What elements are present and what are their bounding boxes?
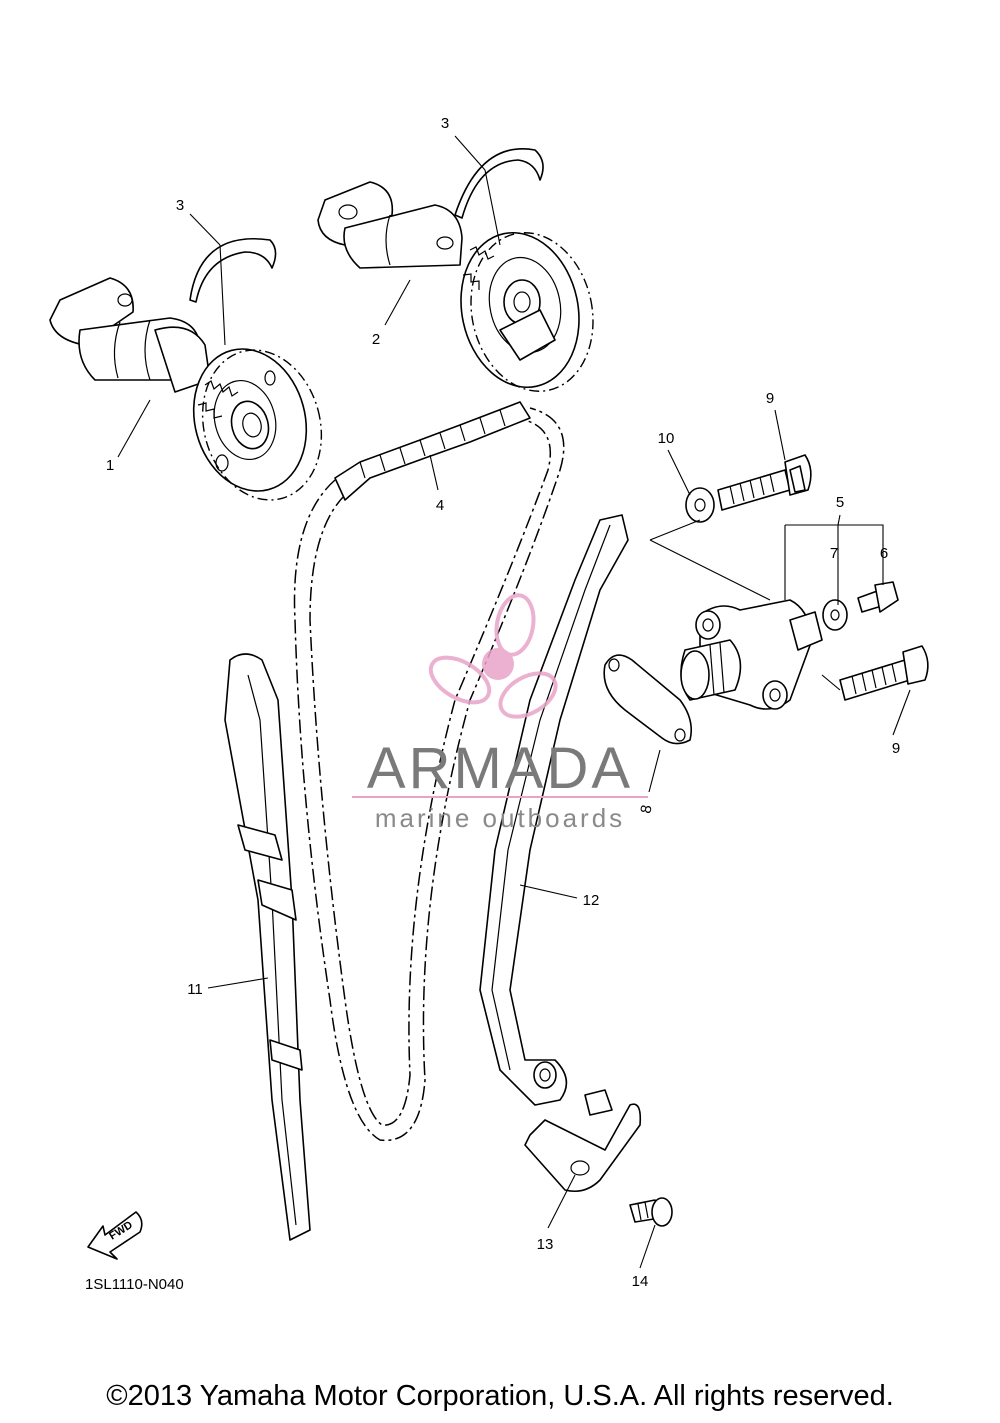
reference-line: [649, 519, 884, 691]
gasket-8: [603, 654, 693, 745]
watermark: ARMADA marine outboards: [352, 593, 648, 833]
leader-lines: [117, 135, 911, 1269]
callout-3a: 3: [176, 197, 184, 214]
copyright-notice: ©2013 Yamaha Motor Corporation, U.S.A. A…: [106, 1380, 894, 1412]
callout-13: 13: [537, 1236, 554, 1253]
watermark-title: ARMADA: [367, 736, 633, 801]
camshaft-1: [49, 277, 323, 501]
callout-9b: 9: [892, 740, 900, 757]
timing-chain-4: [293, 401, 565, 1142]
callout-11: 11: [187, 981, 203, 998]
callout-5: 5: [836, 494, 844, 511]
gasket-7: [822, 599, 848, 631]
bolt-9b: [839, 645, 929, 701]
callout-7: 7: [830, 545, 838, 562]
propeller-blade: [494, 593, 536, 657]
propeller-logo: [428, 593, 558, 719]
propeller-hub: [482, 648, 514, 680]
clip-3b: [454, 148, 544, 219]
washer-10: [685, 487, 715, 523]
fwd-arrow-icon: FWD: [87, 1211, 143, 1260]
bolt-9a: [717, 454, 812, 511]
callout-9a: 9: [766, 390, 774, 407]
diagram-code: 1SL1110-N040: [85, 1276, 184, 1293]
callout-14: 14: [632, 1273, 649, 1290]
callout-1: 1: [106, 457, 114, 474]
camshaft-2: [317, 181, 594, 392]
propeller-blade: [498, 671, 558, 719]
callout-6: 6: [880, 545, 888, 562]
clip-3a: [189, 238, 277, 303]
callout-8: 8: [637, 804, 655, 815]
cap-bolt-6: [857, 581, 899, 613]
tensioner-assembly-5: [680, 599, 823, 710]
propeller-blade: [428, 655, 492, 705]
tensioner-guide-12: [479, 514, 629, 1106]
chain-guide-11: [224, 653, 311, 1241]
callout-4: 4: [436, 497, 444, 514]
callout-10: 10: [658, 430, 675, 447]
callout-2: 2: [372, 331, 380, 348]
watermark-subtitle: marine outboards: [375, 803, 625, 833]
callout-12: 12: [583, 892, 600, 909]
plate-13: [524, 1089, 642, 1193]
screw-14: [629, 1197, 673, 1227]
callout-3b: 3: [441, 115, 449, 132]
